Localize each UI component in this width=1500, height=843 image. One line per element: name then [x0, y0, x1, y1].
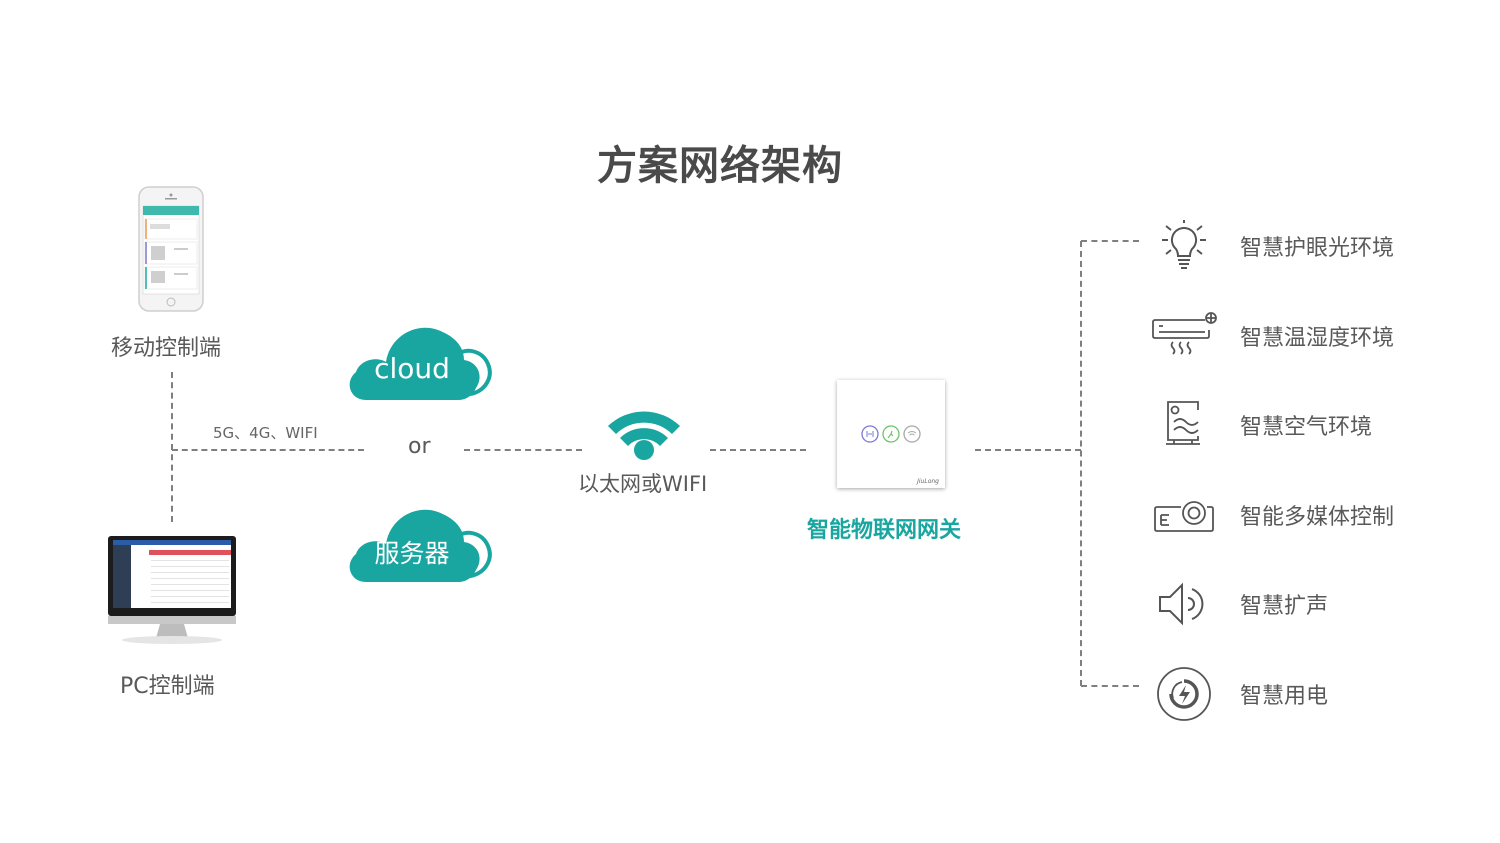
or-label: or — [408, 434, 431, 459]
device-label: 智慧扩声 — [1240, 594, 1329, 619]
mobile-client-label: 移动控制端 — [111, 336, 222, 361]
pc-client-label: PC控制端 — [120, 674, 215, 699]
network-label: 以太网或WIFI — [578, 472, 708, 496]
cloud-icon — [349, 327, 492, 400]
projector-icon — [1150, 485, 1218, 545]
device-item: 智慧用电 — [1150, 664, 1450, 724]
server-label: 服务器 — [374, 539, 450, 568]
cloud-icon — [349, 509, 492, 582]
device-label: 智慧护眼光环境 — [1240, 236, 1395, 261]
pc-client — [104, 536, 240, 646]
device-item: 智能多媒体控制 — [1150, 485, 1450, 545]
connector-left-vertical — [171, 372, 173, 522]
cloud-node: cloud — [346, 316, 494, 404]
server-node: 服务器 — [346, 498, 494, 586]
air-quality-monitor-icon — [1150, 395, 1218, 455]
connector-branch-bottom — [1081, 685, 1139, 687]
connector-cloud-to-network — [464, 449, 582, 451]
smartphone-app-icon — [138, 186, 204, 312]
device-item: 智慧扩声 — [1150, 574, 1450, 634]
connector-gateway-to-trunk — [975, 449, 1081, 451]
gateway-panel-icon — [861, 425, 921, 443]
device-item: 智慧温湿度环境 — [1150, 306, 1450, 366]
connector-network-to-gateway — [710, 449, 806, 451]
connector-branch-top — [1081, 240, 1139, 242]
gateway-device: JiuLong — [837, 380, 945, 488]
device-label: 智慧空气环境 — [1240, 415, 1373, 440]
gateway-label: 智能物联网网关 — [807, 518, 962, 543]
air-conditioner-icon — [1150, 306, 1218, 366]
speaker-icon — [1150, 574, 1218, 634]
mobile-link-label: 5G、4G、WIFI — [213, 424, 318, 442]
gateway-brand: JiuLong — [917, 478, 939, 485]
light-bulb-icon — [1150, 216, 1218, 276]
network-node — [606, 406, 682, 462]
page-title: 方案网络架构 — [597, 143, 843, 189]
device-label: 智慧温湿度环境 — [1240, 326, 1395, 351]
device-label: 智慧用电 — [1240, 684, 1329, 709]
desktop-monitor-icon — [108, 536, 236, 644]
cloud-label: cloud — [374, 352, 450, 385]
power-icon — [1150, 664, 1218, 724]
device-label: 智能多媒体控制 — [1240, 505, 1395, 530]
device-item: 智慧护眼光环境 — [1150, 216, 1450, 276]
connector-left-horizontal — [172, 449, 364, 451]
connector-device-trunk — [1080, 241, 1082, 686]
mobile-client — [138, 186, 204, 312]
device-item: 智慧空气环境 — [1150, 395, 1450, 455]
wifi-icon — [608, 411, 680, 460]
